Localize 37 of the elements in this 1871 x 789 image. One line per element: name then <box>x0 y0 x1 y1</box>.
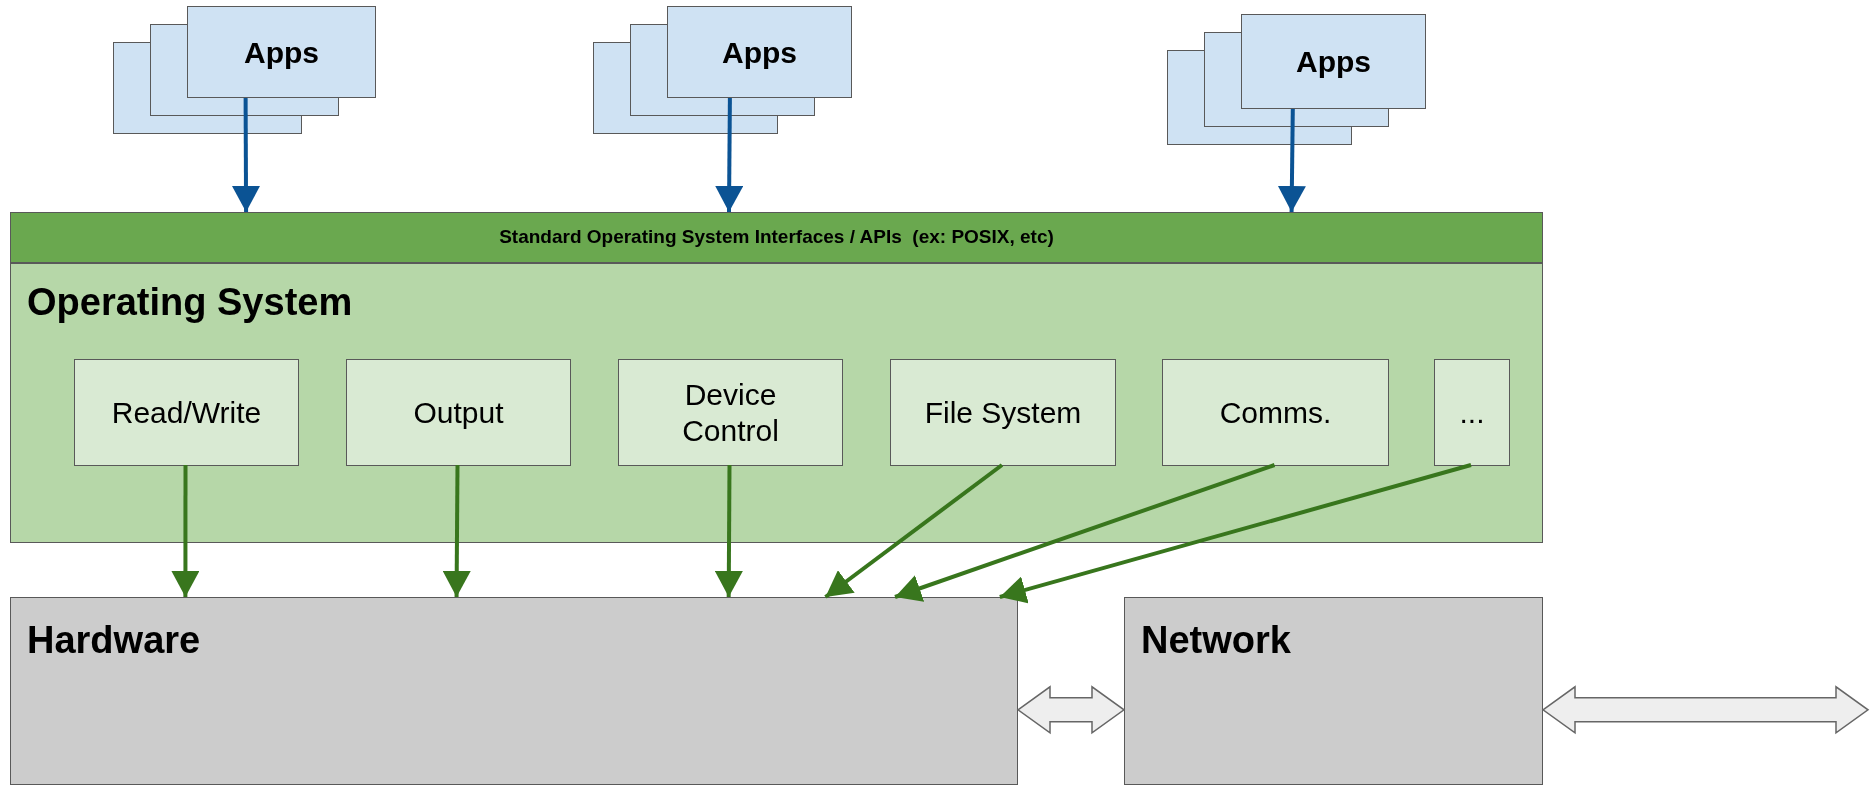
app-card <box>667 6 852 98</box>
module-box <box>1162 359 1389 466</box>
arrow <box>714 465 743 597</box>
node-label: Network <box>1141 618 1291 663</box>
double-block-arrow <box>1016 685 1126 735</box>
node-label: Read/Write <box>110 394 263 431</box>
node-label: Device Control <box>681 376 780 449</box>
module-box <box>346 359 571 466</box>
node-label: ... <box>1458 394 1486 431</box>
node-label: File System <box>923 394 1083 431</box>
arrow <box>715 98 744 212</box>
node-label: Apps <box>1296 44 1371 80</box>
arrow <box>1277 108 1306 213</box>
arrow <box>171 465 200 597</box>
node-label: Hardware <box>27 618 201 663</box>
arrow <box>231 98 260 212</box>
api-band <box>10 212 1543 263</box>
node-label: Apps <box>722 34 797 71</box>
app-card <box>187 6 376 98</box>
layer-box <box>10 597 1018 785</box>
arrow <box>824 463 1004 599</box>
module-box <box>618 359 843 466</box>
node-label: Comms. <box>1218 394 1333 431</box>
module-box <box>890 359 1116 466</box>
module-box <box>74 359 299 466</box>
node-label: Standard Operating System Interfaces / APIs (ex: POSIX, etc) <box>499 225 1054 250</box>
os-panel <box>10 263 1543 543</box>
arrow <box>442 465 471 598</box>
arrow <box>894 463 1276 602</box>
node-label: Operating System <box>27 280 353 325</box>
module-box <box>1434 359 1510 466</box>
layer-box <box>1124 597 1543 785</box>
app-card <box>1241 14 1426 109</box>
double-block-arrow <box>1541 685 1870 735</box>
node-label: Apps <box>244 34 319 71</box>
arrow <box>999 463 1472 604</box>
node-label: Output <box>412 394 505 431</box>
